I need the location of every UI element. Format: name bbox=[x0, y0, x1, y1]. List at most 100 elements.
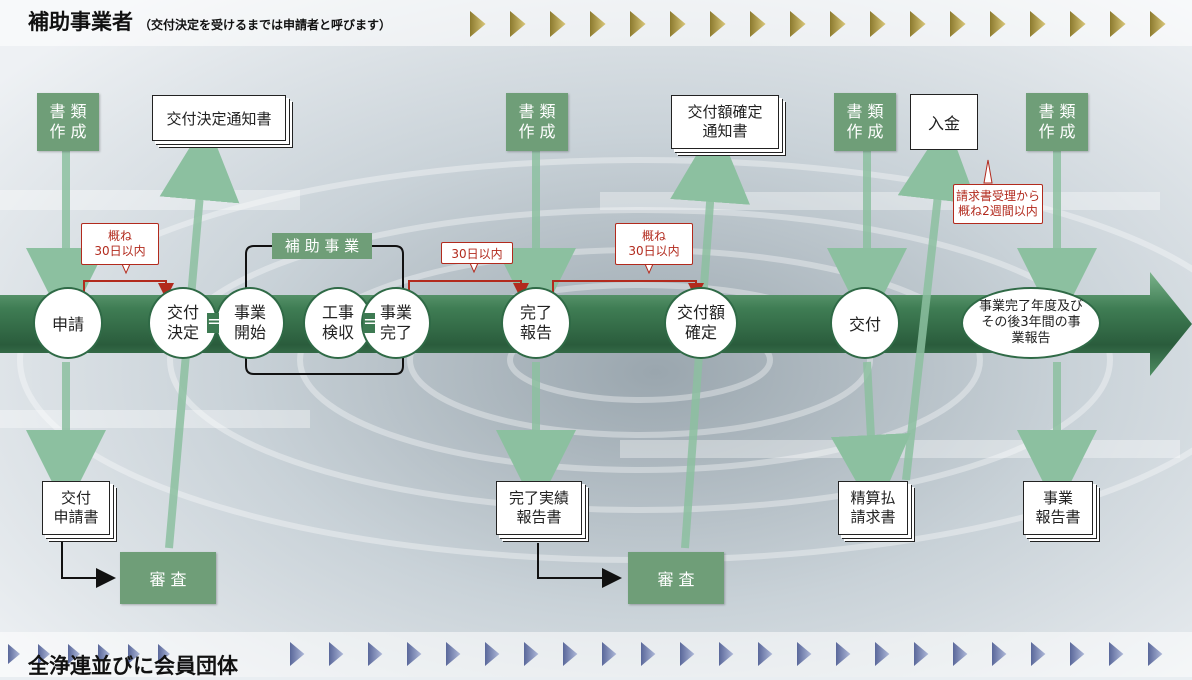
footer-chevron bbox=[719, 642, 734, 666]
footer-title: 全浄連並びに会員団体 bbox=[28, 654, 238, 678]
header-chevron bbox=[790, 11, 806, 37]
footer-chevron bbox=[914, 642, 929, 666]
step-project-completion-line2: 完了 bbox=[379, 323, 412, 342]
footer-chevron bbox=[563, 642, 578, 666]
prep-box-2-line2: 作 成 bbox=[518, 122, 556, 141]
header-title: 補助事業者 bbox=[28, 10, 133, 34]
equals-sign-1: = bbox=[207, 311, 223, 333]
header-subtitle: （交付決定を受けるまでは申請者と呼びます） bbox=[139, 18, 392, 32]
prep-box-1-line1: 書 類 bbox=[49, 102, 87, 121]
completion-report-doc-line2: 報告書 bbox=[516, 508, 562, 526]
footer-chevron bbox=[602, 642, 617, 666]
footer-chevron bbox=[1031, 642, 1046, 666]
project-report-line1: 事業 bbox=[1042, 489, 1073, 508]
footer-chevron bbox=[290, 642, 305, 666]
step-completion-report-line2: 報告 bbox=[519, 323, 552, 342]
callout-1-line1: 概ね bbox=[107, 229, 132, 243]
footer-left-chevron bbox=[68, 644, 80, 664]
footer-chevron bbox=[407, 642, 422, 666]
footer-left-chevron bbox=[98, 644, 110, 664]
footer-left-chevron bbox=[38, 644, 50, 664]
footer-chevron bbox=[1148, 642, 1163, 666]
callout-payment-timing: 請求書受理から概ね2週間以内 bbox=[953, 184, 1043, 224]
header-chevron bbox=[910, 11, 926, 37]
footer-chevron bbox=[992, 642, 1007, 666]
callout-3-line2: 30日以内 bbox=[628, 244, 680, 258]
footer-chevron bbox=[641, 642, 656, 666]
footer-chevron bbox=[368, 642, 383, 666]
header-chevron bbox=[1110, 11, 1126, 37]
grant-amount-notice-doc: 交付額確定通知書 bbox=[671, 95, 779, 149]
step-application: 申請 bbox=[33, 287, 103, 359]
header-chevron bbox=[470, 11, 486, 37]
header-chevron bbox=[630, 11, 646, 37]
callout-payment-line1: 請求書受理から bbox=[955, 189, 1040, 203]
prep-box-4-line2: 作 成 bbox=[1038, 122, 1076, 141]
prep-box-1: 書 類作 成 bbox=[37, 93, 99, 151]
prep-box-2-line1: 書 類 bbox=[518, 102, 556, 121]
header-chevron bbox=[750, 11, 766, 37]
grant-decision-notice-doc: 交付決定通知書 bbox=[152, 95, 286, 141]
footer-chevron bbox=[446, 642, 461, 666]
project-report-line2: 報告書 bbox=[1035, 508, 1081, 526]
equals-sign-2: = bbox=[363, 311, 379, 333]
completion-report-doc: 完了実績報告書 bbox=[496, 481, 582, 535]
footer-chevron bbox=[1070, 642, 1085, 666]
footer-chevron bbox=[1109, 642, 1124, 666]
step-construction-inspection-line1: 工事 bbox=[321, 303, 354, 322]
footer-chevron bbox=[485, 642, 500, 666]
prep-box-3-line2: 作 成 bbox=[846, 122, 884, 141]
header-title-group: 補助事業者 （交付決定を受けるまでは申請者と呼びます） bbox=[28, 6, 391, 36]
prep-box-3: 書 類作 成 bbox=[834, 93, 896, 151]
footer-chevron bbox=[680, 642, 695, 666]
callout-3-line1: 概ね bbox=[641, 229, 666, 243]
footer-left-chevron bbox=[158, 644, 170, 664]
footer-left-chevron bbox=[128, 644, 140, 664]
footer-chevron bbox=[329, 642, 344, 666]
prep-box-3-line1: 書 類 bbox=[846, 102, 884, 121]
settlement-invoice-line1: 精算払 bbox=[850, 489, 896, 508]
step-final-report: 事業完了年度及びその後3年間の事業報告 bbox=[961, 287, 1101, 359]
footer-left-chevron bbox=[8, 644, 20, 664]
step-grant-amount-determination: 交付額確定 bbox=[664, 287, 738, 359]
prep-box-4-line1: 書 類 bbox=[1038, 102, 1076, 121]
grant-application-line1: 交付 bbox=[60, 489, 91, 508]
grant-application-line2: 申請書 bbox=[53, 508, 99, 526]
header-chevron bbox=[550, 11, 566, 37]
step-project-start-line1: 事業 bbox=[233, 303, 266, 322]
callout-1-line2: 30日以内 bbox=[94, 244, 146, 258]
step-grant: 交付 bbox=[830, 287, 900, 359]
footer-chevron bbox=[953, 642, 968, 666]
prep-box-2: 書 類作 成 bbox=[506, 93, 568, 151]
step-grant-decision-line1: 交付 bbox=[166, 303, 199, 322]
header-chevron bbox=[830, 11, 846, 37]
header-chevron bbox=[870, 11, 886, 37]
step-grant-amount-line1: 交付額 bbox=[676, 303, 725, 322]
footer-chevron bbox=[836, 642, 851, 666]
callout-payment-line2: 概ね2週間以内 bbox=[958, 204, 1038, 218]
subsidy-project-label: 補 助 事 業 bbox=[272, 233, 372, 259]
header-chevron bbox=[670, 11, 686, 37]
settlement-invoice-doc: 精算払請求書 bbox=[838, 481, 908, 535]
header-chevron bbox=[1070, 11, 1086, 37]
grant-amount-notice-line1: 交付額確定 bbox=[687, 103, 763, 122]
step-final-report-line3: 業報告 bbox=[1011, 331, 1051, 347]
project-report-doc: 事業報告書 bbox=[1023, 481, 1093, 535]
payment-box: 入金 bbox=[910, 94, 978, 150]
footer-chevron bbox=[875, 642, 890, 666]
grant-amount-notice-line2: 通知書 bbox=[702, 122, 748, 140]
prep-box-1-line2: 作 成 bbox=[49, 122, 87, 141]
footer-chevron bbox=[758, 642, 773, 666]
header-chevron bbox=[590, 11, 606, 37]
header-chevron bbox=[510, 11, 526, 37]
header-chevron bbox=[950, 11, 966, 37]
header-chevron bbox=[1150, 11, 1166, 37]
step-completion-report-line1: 完了 bbox=[519, 303, 552, 322]
step-project-start: 事業開始 bbox=[215, 287, 285, 359]
step-project-completion-line1: 事業 bbox=[379, 303, 412, 322]
settlement-invoice-line2: 請求書 bbox=[850, 508, 896, 526]
completion-report-doc-line1: 完了実績 bbox=[508, 489, 569, 508]
footer-chevron bbox=[797, 642, 812, 666]
